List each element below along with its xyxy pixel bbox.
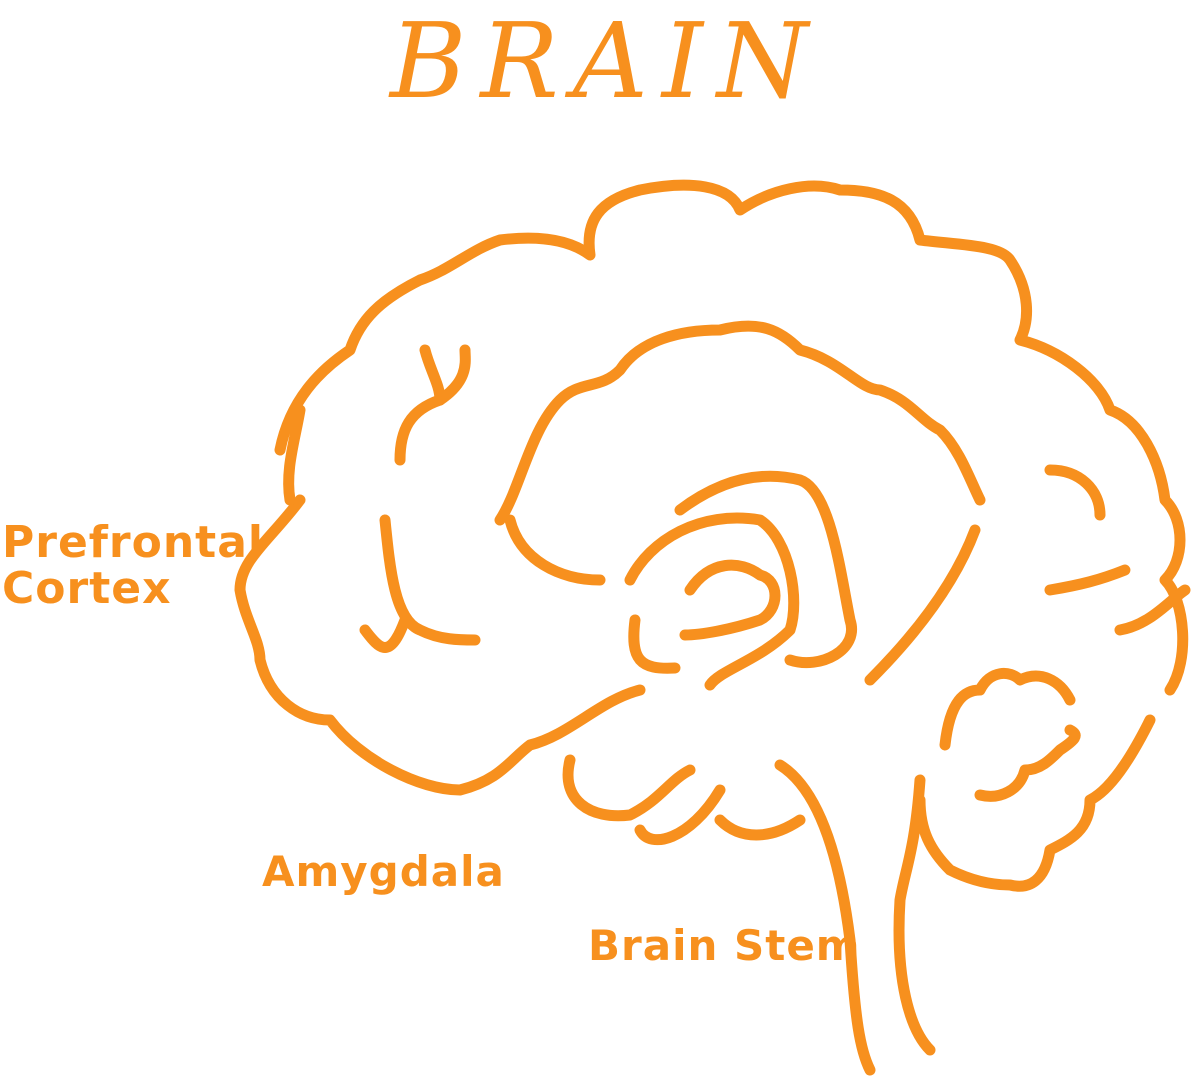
label-amygdala: Amygdala [262, 847, 505, 896]
cerebellum [939, 464, 1191, 802]
frontal-folds [283, 344, 481, 653]
label-prefrontal-cortex: Prefrontal Cortex [2, 517, 264, 615]
cingulate-gyrus [494, 320, 986, 691]
label-brain-stem: Brain Stem [588, 921, 861, 970]
diagram-title: BRAIN [390, 0, 822, 122]
brain-outline [234, 179, 1189, 1076]
